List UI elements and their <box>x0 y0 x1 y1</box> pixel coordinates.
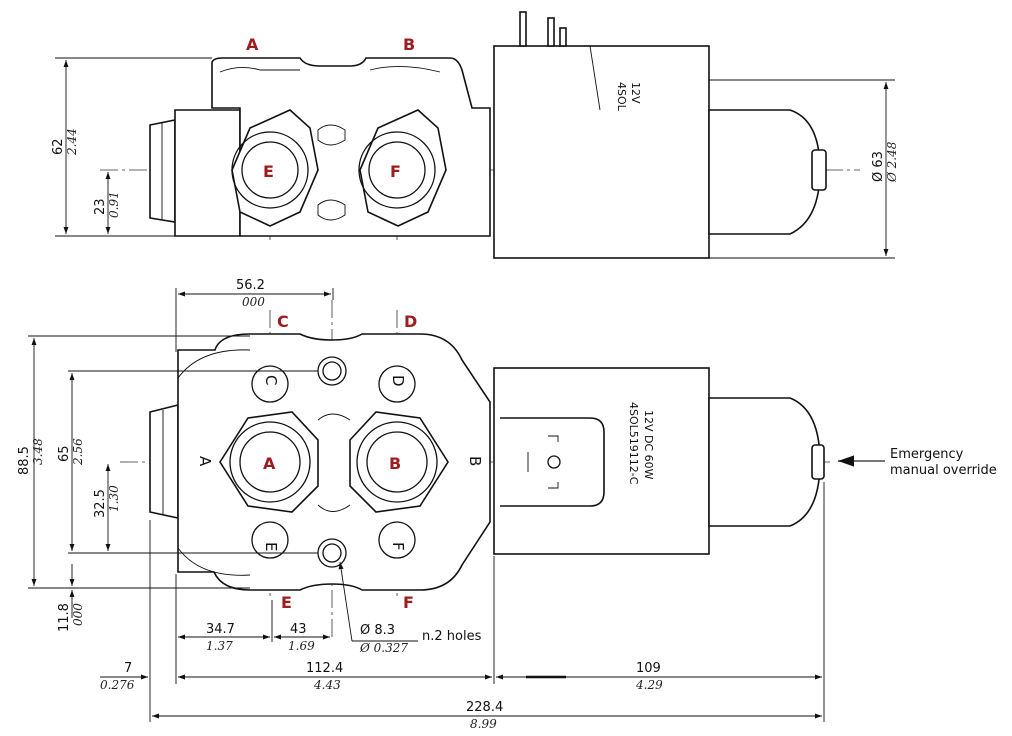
dim-coil-diameter: Ø 63 <box>871 151 886 182</box>
top-view: 4SOL 12V A B E F 62 2.44 23 0.91 Ø 63 Ø … <box>51 11 899 259</box>
dim-228-4-in: 8.99 <box>470 717 497 731</box>
dim-112-4-in: 4.43 <box>313 678 341 692</box>
port-label-b-top: B <box>403 35 415 54</box>
port-label-b: B <box>389 454 401 473</box>
dim-56-2-in: 000 <box>242 295 265 309</box>
dim-62: 62 <box>51 138 66 155</box>
port-label-f: F <box>403 593 414 612</box>
dim-7-in: 0.276 <box>100 678 135 692</box>
port-label-d: D <box>404 312 417 331</box>
dim-7: 7 <box>124 661 132 676</box>
holes-note: n.2 holes <box>422 629 482 644</box>
dim-228-4: 228.4 <box>466 700 503 715</box>
dim-11-8-in: 000 <box>71 603 85 626</box>
engraved-c: C <box>262 375 280 385</box>
dim-43-in: 1.69 <box>288 639 315 653</box>
dim-65: 65 <box>57 445 72 462</box>
dim-hole-diameter: Ø 8.3 <box>360 623 395 638</box>
dim-109: 109 <box>636 661 661 676</box>
top-coil-text-1: 4SOL <box>615 82 628 112</box>
dim-coil-diameter-in: Ø 2.48 <box>885 141 899 183</box>
dim-43: 43 <box>290 622 307 637</box>
port-label-a: A <box>263 454 276 473</box>
solenoid-rating: 12V DC 60W <box>642 410 655 480</box>
dim-62-in: 2.44 <box>65 128 79 156</box>
engraved-b: B <box>466 456 484 466</box>
dim-23: 23 <box>93 198 108 215</box>
dim-hole-diameter-in: Ø 0.327 <box>359 641 408 655</box>
override-label-1: Emergency <box>890 447 964 462</box>
engraved-a: A <box>196 456 214 467</box>
dim-112-4: 112.4 <box>306 661 343 676</box>
top-coil-text-2: 12V <box>629 82 642 104</box>
dim-109-in: 4.29 <box>635 678 663 692</box>
override-label-2: manual override <box>890 463 997 478</box>
port-label-e: E <box>281 593 292 612</box>
dim-88-5-in: 3.48 <box>31 438 45 465</box>
dim-23-in: 0.91 <box>107 191 121 218</box>
dim-65-in: 2.56 <box>71 438 85 466</box>
solenoid-code: 4SOL519112-C <box>627 402 640 485</box>
dim-34-7-in: 1.37 <box>206 639 233 653</box>
port-label-f-top: F <box>390 162 401 181</box>
dim-88-5: 88.5 <box>17 446 32 475</box>
engraved-d: D <box>389 375 407 387</box>
front-view: C D A B E F 4SOL519112-C 12V DC 60W C D … <box>17 278 997 731</box>
port-label-e-top: E <box>263 162 274 181</box>
port-label-a-top: A <box>246 35 259 54</box>
dim-32-5-in: 1.30 <box>107 485 121 512</box>
dim-32-5: 32.5 <box>93 489 108 518</box>
dim-56-2: 56.2 <box>236 278 265 293</box>
dim-11-8: 11.8 <box>57 603 72 632</box>
engraved-f: F <box>389 542 407 551</box>
port-label-c: C <box>277 312 289 331</box>
engraved-e: E <box>262 542 280 551</box>
dim-34-7: 34.7 <box>206 622 235 637</box>
